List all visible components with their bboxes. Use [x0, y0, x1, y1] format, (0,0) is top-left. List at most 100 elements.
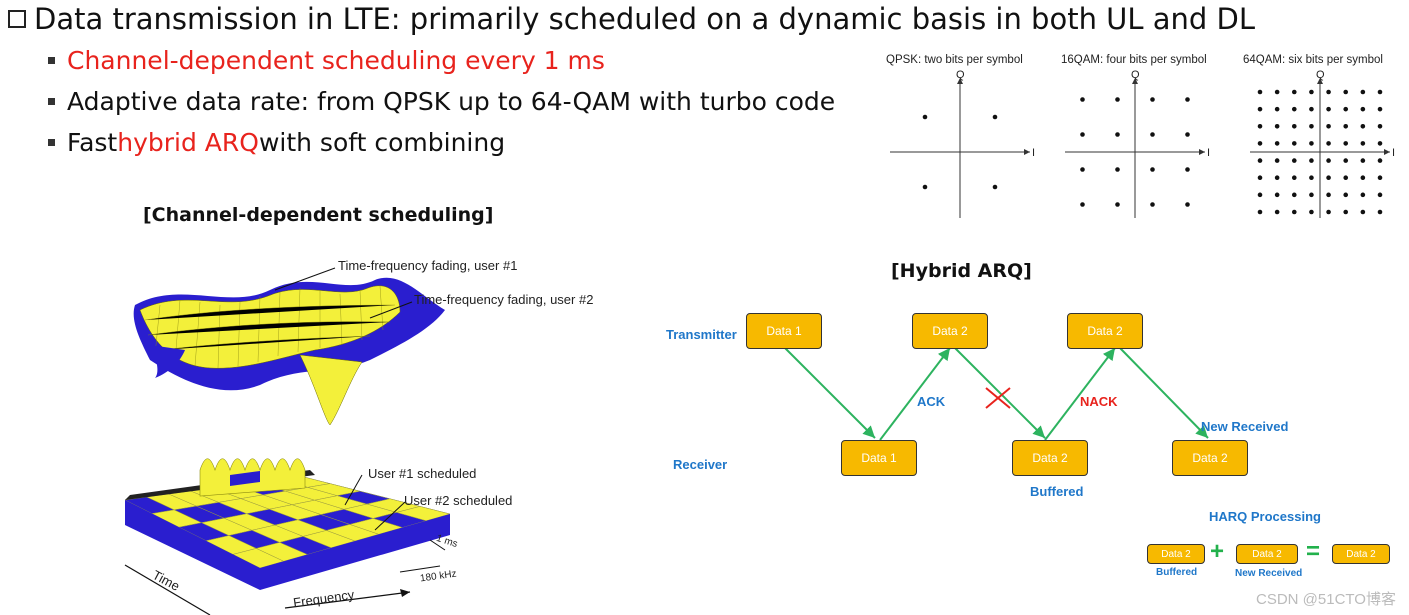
combine-buffered-box: Data 2: [1147, 544, 1205, 564]
constellation-point: [1309, 209, 1314, 215]
constellation-point: [1185, 97, 1190, 102]
tx-data2-box: Data 2: [912, 313, 988, 349]
constellation-point: [1257, 158, 1263, 163]
q-axis-label: Q: [1131, 69, 1140, 81]
i-axis-label: I: [1392, 147, 1395, 159]
constellation-point: [1360, 158, 1366, 163]
constellation-point: [1360, 175, 1366, 181]
slide-title: Data transmission in LTE: primarily sche…: [8, 2, 1255, 36]
constellation-point: [1377, 89, 1383, 95]
arrow-data1-send: [784, 347, 876, 439]
constellation-point: [992, 184, 998, 190]
callout-line-sched1: [344, 474, 363, 506]
constellation-point: [1309, 141, 1314, 146]
constellation-point: [1326, 158, 1331, 163]
64qam-constellation: QI: [1250, 69, 1395, 218]
constellation-point: [1257, 106, 1263, 112]
constellation-point: [1360, 123, 1366, 129]
constellation-point: [1309, 106, 1314, 112]
constellation-point: [1377, 141, 1383, 146]
watermark: CSDN @51CTO博客: [1256, 591, 1396, 608]
constellation-point: [1377, 106, 1383, 112]
constellation-point: [1150, 132, 1155, 137]
constellation-point: [1326, 123, 1331, 129]
constellation-point: [1343, 141, 1349, 146]
bullet-item-1: Channel-dependent scheduling every 1 ms: [48, 46, 605, 75]
16qam-caption: 16QAM: four bits per symbol: [1061, 54, 1207, 66]
equals-icon: =: [1306, 538, 1321, 565]
constellation-point: [1274, 175, 1280, 181]
time-axis-line: [124, 564, 211, 615]
constellation-point: [1257, 89, 1263, 95]
bullet-highlight: Channel-dependent scheduling every 1 ms: [67, 46, 605, 75]
constellation-point: [1309, 158, 1314, 163]
16qam-constellation: QI: [1065, 69, 1210, 218]
rx-data2-new-box: Data 2: [1172, 440, 1248, 476]
scheduling-grid: [124, 458, 451, 590]
plus-icon: +: [1210, 538, 1225, 565]
constellation-point: [1291, 158, 1297, 163]
constellation-point: [1343, 192, 1349, 198]
constellation-point: [1326, 209, 1331, 215]
constellation-point: [1291, 209, 1297, 215]
constellation-point: [1274, 192, 1280, 198]
combine-buffered-label: Buffered: [1156, 567, 1198, 578]
constellation-point: [922, 184, 928, 190]
constellation-point: [1115, 167, 1120, 172]
constellation-diagrams: QI QI QI: [890, 69, 1395, 218]
constellation-point: [1343, 175, 1349, 181]
combine-result-box: Data 2: [1332, 544, 1390, 564]
constellation-point: [1360, 89, 1366, 95]
constellation-point: [1360, 106, 1366, 112]
constellation-point: [1326, 141, 1331, 146]
constellation-point: [1291, 175, 1297, 181]
square-bullet-icon: [48, 98, 55, 105]
callout-line-user2: [369, 301, 413, 319]
square-bullet-icon: [48, 57, 55, 64]
constellation-point: [1326, 106, 1331, 112]
constellation-point: [1326, 89, 1331, 95]
error-cross-icon: [985, 387, 1011, 409]
constellation-point: [1360, 192, 1366, 198]
constellation-point: [1080, 167, 1085, 172]
constellation-point: [1360, 209, 1366, 215]
square-bullet-icon: [48, 139, 55, 146]
q-axis-label: Q: [956, 69, 965, 81]
harq-processing-label: HARQ Processing: [1209, 509, 1321, 524]
constellation-point: [1274, 141, 1280, 146]
constellation-point: [1150, 202, 1155, 207]
constellation-point: [1343, 209, 1349, 215]
constellation-point: [1115, 202, 1120, 207]
combine-new-box: Data 2: [1236, 544, 1298, 564]
fading-surface: [133, 277, 445, 426]
constellation-point: [1185, 202, 1190, 207]
tx-data1-box: Data 1: [746, 313, 822, 349]
ack-label: ACK: [917, 394, 946, 409]
qpsk-caption: QPSK: two bits per symbol: [886, 54, 1023, 66]
constellation-point: [1291, 141, 1297, 146]
constellation-point: [1343, 123, 1349, 129]
bullet-text: Fast: [67, 128, 118, 157]
sched-user1-label: User #1 scheduled: [368, 466, 477, 481]
constellation-point: [1150, 167, 1155, 172]
arrow-data2-send: [954, 347, 1046, 439]
bullet-text: Adaptive data rate: from QPSK up to 64-Q…: [67, 87, 836, 116]
constellation-point: [1377, 123, 1383, 129]
constellation-point: [1115, 132, 1120, 137]
constellation-point: [1309, 192, 1314, 198]
sched-user2-label: User #2 scheduled: [404, 493, 513, 508]
arrow-retransmit: [1119, 347, 1209, 439]
frequency-axis-line: [284, 591, 411, 609]
constellation-point: [1257, 123, 1263, 129]
harq-title: [Hybrid ARQ]: [891, 260, 1032, 282]
receiver-label: Receiver: [673, 457, 728, 472]
constellation-point: [1377, 158, 1383, 163]
constellation-point: [1377, 192, 1383, 198]
buffered-label: Buffered: [1030, 484, 1084, 499]
constellation-point: [1185, 167, 1190, 172]
constellation-point: [1257, 209, 1263, 215]
bullet-item-2: Adaptive data rate: from QPSK up to 64-Q…: [48, 87, 835, 116]
constellation-point: [1377, 175, 1383, 181]
surface-mesh: [144, 285, 396, 369]
i-axis-label: I: [1207, 147, 1210, 159]
